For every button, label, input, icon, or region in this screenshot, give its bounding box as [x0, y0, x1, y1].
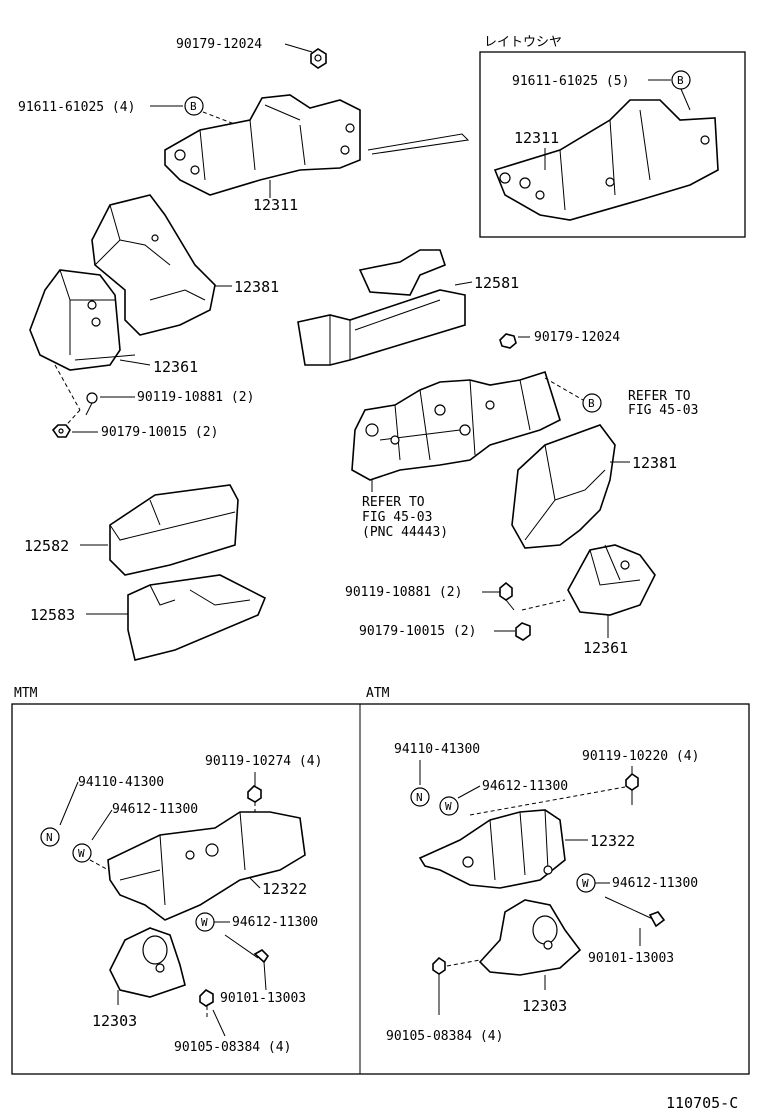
- atm-bolt-top: [625, 772, 639, 805]
- lower-frame: [11, 703, 750, 1075]
- svg-text:N: N: [416, 791, 423, 804]
- refer-center-2: FIG 45-03: [362, 510, 432, 525]
- refer-center-3: (PNC 44443): [362, 525, 448, 540]
- atm-part-6-label: 90101-13003: [588, 951, 674, 966]
- nut-right-part: [515, 622, 531, 641]
- insulator-left: [29, 269, 136, 371]
- symbol-w-atm-2: W: [576, 873, 596, 893]
- mount-right: [511, 424, 616, 549]
- mtm-part-2-label: 94612-11300: [112, 802, 198, 817]
- refer-right-1: REFER TO: [628, 389, 691, 404]
- insulator-right-label: 12361: [583, 639, 628, 657]
- symbol-w-atm: W: [439, 796, 459, 816]
- refer-center-1: REFER TO: [362, 495, 425, 510]
- cover-12581: [297, 249, 466, 366]
- refer-right-2: FIG 45-03: [628, 403, 698, 418]
- nut-mid-label: 90179-12024: [534, 330, 620, 345]
- plate-upper-label: 12582: [24, 537, 69, 555]
- svg-text:B: B: [677, 74, 684, 87]
- symbol-w-mtm-2: W: [195, 912, 215, 932]
- svg-text:W: W: [445, 800, 452, 813]
- nut-left-part: [51, 424, 71, 438]
- bracket-left-label: 12311: [253, 196, 298, 214]
- svg-text:W: W: [582, 877, 589, 890]
- detail-bracket-label: 12311: [514, 129, 559, 147]
- mtm-panel: 94110-41300 N 94612-11300 W 90119-10274 …: [40, 754, 322, 1055]
- insulator-left-label: 12361: [153, 358, 198, 376]
- nut-top-part: [284, 43, 327, 69]
- symbol-n-mtm: N: [40, 827, 60, 847]
- mtm-part-8-label: 90105-08384 (4): [174, 1040, 291, 1055]
- bolt-right-part: [499, 581, 515, 611]
- svg-text:W: W: [78, 847, 85, 860]
- svg-text:B: B: [588, 397, 595, 410]
- atm-part-8-label: 90105-08384 (4): [386, 1029, 503, 1044]
- atm-bolt-bottom: [432, 956, 446, 1015]
- bolt-left-part: [85, 392, 98, 416]
- nut-left-label: 90179-10015 (2): [101, 425, 218, 440]
- bolt-right-label: 90119-10881 (2): [345, 585, 462, 600]
- mtm-part-5-label: 94612-11300: [232, 915, 318, 930]
- bolt-b-left-label: 91611-61025 (4): [18, 100, 135, 115]
- mount-left: [91, 194, 216, 336]
- mtm-title: MTM: [14, 686, 38, 701]
- symbol-w-mtm: W: [72, 843, 92, 863]
- engine-bracket-left: [164, 94, 361, 196]
- atm-panel: 94110-41300 N 94612-11300 W 90119-10220 …: [386, 742, 699, 1044]
- nut-top-label: 90179-12024: [176, 37, 262, 52]
- svg-text:N: N: [46, 831, 53, 844]
- bolt-left-label: 90119-10881 (2): [137, 390, 254, 405]
- symbol-b-right: B: [582, 393, 602, 413]
- transmission-housing: [351, 370, 561, 481]
- nut-mid-part: [499, 333, 517, 349]
- atm-title: ATM: [366, 686, 390, 701]
- detail-title: レイトウシヤ: [484, 35, 562, 50]
- atm-part-4-label: 12322: [590, 832, 635, 850]
- plate-12583: [127, 574, 267, 661]
- symbol-b-detail: B: [671, 70, 691, 90]
- mtm-part-3-label: 90119-10274 (4): [205, 754, 322, 769]
- detail-bolt-label: 91611-61025 (5): [512, 74, 629, 89]
- atm-part-7-label: 12303: [522, 997, 567, 1015]
- atm-part-2-label: 94612-11300: [482, 779, 568, 794]
- mtm-part-7-label: 90101-13003: [220, 991, 306, 1006]
- plate-lower-label: 12583: [30, 606, 75, 624]
- svg-text:W: W: [201, 916, 208, 929]
- cover-label: 12581: [474, 274, 519, 292]
- mtm-part-4-label: 12322: [262, 880, 307, 898]
- detail-box: [479, 51, 746, 238]
- mtm-bolt-bottom: [199, 989, 214, 1020]
- mount-right-label: 12381: [632, 454, 677, 472]
- atm-part-5-label: 94612-11300: [612, 876, 698, 891]
- nut-right-label: 90179-10015 (2): [359, 624, 476, 639]
- insulator-right: [567, 544, 656, 616]
- atm-part-3-label: 90119-10220 (4): [582, 749, 699, 764]
- engine-bracket-detail: [493, 99, 719, 221]
- symbol-n-atm: N: [410, 787, 430, 807]
- atm-part-1-label: 94110-41300: [394, 742, 480, 757]
- mount-left-label: 12381: [234, 278, 279, 296]
- symbol-b-left: B: [184, 96, 204, 116]
- svg-text:B: B: [190, 100, 197, 113]
- plate-12582: [109, 484, 239, 576]
- mtm-part-6-label: 12303: [92, 1012, 137, 1030]
- diagram-id: 110705-C: [666, 1094, 738, 1112]
- mtm-part-1-label: 94110-41300: [78, 775, 164, 790]
